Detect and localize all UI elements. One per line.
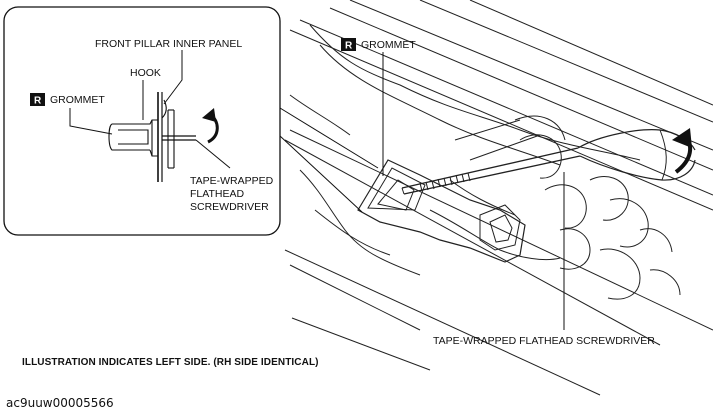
front-pillar-inner-panel-label: FRONT PILLAR INNER PANEL bbox=[95, 38, 242, 50]
main-grommet-badge-text: R bbox=[345, 41, 353, 52]
figure-caption: ILLUSTRATION INDICATES LEFT SIDE. (RH SI… bbox=[22, 357, 319, 368]
inset-grommet-badge: R bbox=[30, 93, 45, 107]
figure-id: ac9uuw00005566 bbox=[6, 396, 114, 410]
rotation-arrow-main-icon bbox=[672, 128, 693, 174]
inset-screwdriver-label-line1: TAPE-WRAPPED bbox=[190, 175, 274, 187]
inset-frame bbox=[3, 6, 281, 236]
inset-screwdriver-label-line3: SCREWDRIVER bbox=[190, 201, 269, 213]
main-screwdriver-label: TAPE-WRAPPED FLATHEAD SCREWDRIVER bbox=[433, 335, 655, 347]
inset-connectors bbox=[279, 107, 379, 213]
hook-label: HOOK bbox=[130, 67, 161, 79]
inset-grommet-badge-text: R bbox=[34, 96, 42, 107]
inset-leaders bbox=[69, 50, 231, 169]
inset-grommet-label: GROMMET bbox=[50, 94, 105, 106]
main-grommet-badge: R bbox=[341, 38, 356, 52]
inset-screwdriver-label-line2: FLATHEAD bbox=[190, 188, 244, 200]
main-grommet-label: GROMMET bbox=[361, 39, 416, 51]
inset-illustration bbox=[108, 92, 196, 182]
rotation-arrow-inset-icon bbox=[202, 108, 219, 144]
main-leaders bbox=[382, 52, 565, 330]
